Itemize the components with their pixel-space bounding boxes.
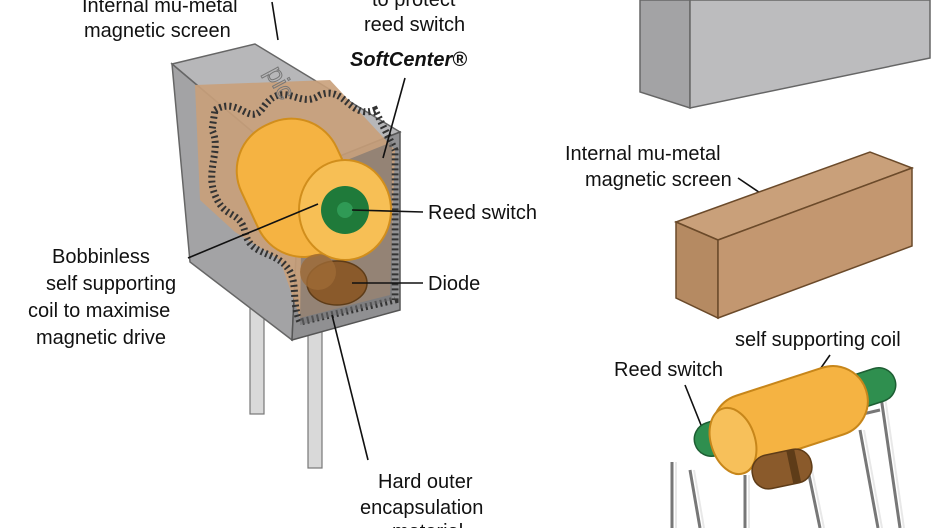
label-bobbin-3: coil to maximise [28, 300, 170, 322]
leader-outer [331, 314, 369, 461]
coil-cylinder-end [708, 406, 758, 476]
reed-switch-core [337, 202, 353, 218]
diode-band [786, 449, 802, 484]
leader-screen-left [271, 1, 279, 41]
label-screen-left-2: magnetic screen [84, 20, 231, 42]
outer-case-side [689, 0, 931, 109]
outer-case-front [639, 0, 691, 110]
label-self-coil: self supporting coil [735, 329, 901, 351]
mu-metal-part [673, 151, 915, 320]
label-outer-1: Hard outer [378, 471, 473, 493]
leader-bobbin [187, 203, 319, 259]
label-diode: Diode [428, 273, 480, 295]
pin-right [307, 321, 323, 469]
relay-cutaway: pic [170, 43, 402, 469]
label-softcenter: SoftCenter® [350, 49, 467, 71]
coil-assembly [670, 365, 905, 528]
label-bobbin-4: magnetic drive [36, 327, 166, 349]
leader-reed-switch [351, 209, 424, 213]
label-reed-switch-right: Reed switch [614, 359, 723, 381]
label-bobbin-1: Bobbinless [52, 246, 150, 268]
label-outer-2: encapsulation [360, 497, 483, 519]
label-outer-3: material [392, 521, 463, 528]
label-bobbin-2: self supporting [46, 273, 176, 295]
outer-case [639, 0, 931, 110]
label-protect-2: reed switch [364, 14, 465, 36]
label-screen-right-2: magnetic screen [585, 169, 732, 191]
lead-frame [670, 389, 902, 528]
label-screen-left-1: Internal mu-metal [82, 0, 238, 17]
lead-frame-light [675, 389, 905, 528]
label-reed-switch: Reed switch [428, 202, 537, 224]
label-screen-right-1: Internal mu-metal [565, 143, 721, 165]
leader-softcenter [382, 77, 406, 159]
screen-front-wall [717, 166, 913, 320]
label-protect-1: to protect [372, 0, 456, 11]
diode-body-left [300, 254, 336, 290]
